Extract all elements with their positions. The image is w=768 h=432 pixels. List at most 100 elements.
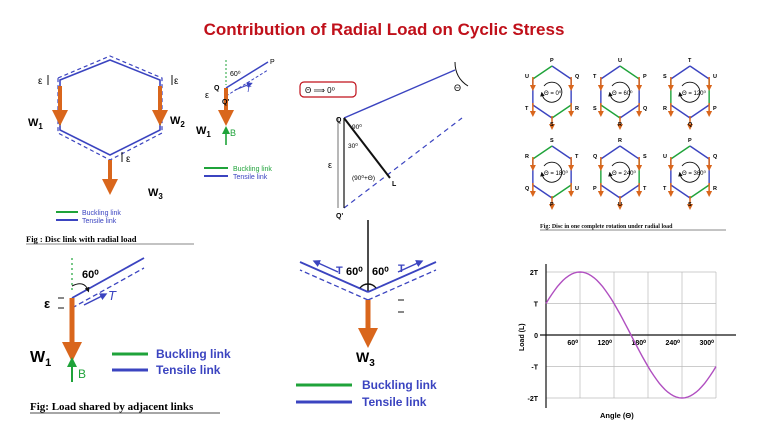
vertex-label: S (663, 74, 667, 80)
vertex-label: Q (593, 154, 598, 160)
angle-30: 30⁰ (348, 142, 358, 150)
disc-edge (619, 145, 640, 160)
theta-label: Θ = 60⁰ (612, 90, 633, 97)
disc-edge (689, 104, 710, 119)
legend-tensile-label: Tensile link (82, 218, 117, 225)
disc-edge (619, 104, 640, 119)
hexagon-solid (59, 59, 161, 156)
rotation-arrow (540, 81, 563, 103)
theta-label: Θ = 0⁰ (544, 90, 562, 97)
x-tick-label: 240⁰ (666, 339, 681, 347)
y-tick-label: -T (531, 365, 538, 372)
vertex-label: R (618, 138, 622, 144)
legend-tensile-label: Tensile link (156, 363, 221, 377)
disc-edge (619, 184, 640, 199)
tension-left: T (336, 265, 343, 277)
point-q-prime: Q' (222, 99, 229, 106)
fig-geometry: Θ ⟹ 0⁰ Θ Q Q' L 90⁰ 30⁰ (90⁰+Θ) ε (299, 61, 469, 220)
vertex-label: U (713, 74, 717, 80)
disc-edge (551, 184, 572, 199)
disc-edge (600, 184, 621, 199)
vertex-label: P (688, 138, 692, 144)
fig-disc-rotation: P Q R S T U Θ = 0⁰ U P Q R S T Θ = 60⁰ T U P Q R S Θ = 120⁰ S… (525, 58, 718, 210)
vertex-label: S (550, 122, 554, 128)
vertex-label: R (618, 122, 622, 128)
tension-label: T (108, 288, 117, 303)
y-axis-label: Load (L) (519, 323, 526, 351)
rotation-arrow (608, 81, 631, 103)
vertex-label: T (575, 154, 579, 160)
disc-edge (551, 104, 572, 119)
epsilon-label: ε (328, 160, 332, 170)
point-q: Q (336, 117, 342, 124)
disc-edge (689, 65, 710, 80)
disc-edge (670, 145, 691, 160)
tension-label: T (246, 85, 252, 94)
theta-label: Θ = 120⁰ (682, 90, 707, 97)
disc-edge (532, 65, 553, 80)
vertex-label: S (643, 154, 647, 160)
fig-load-shared: 60⁰ T ε W1 B Buckling link Tensile link … (30, 257, 231, 414)
vertex-label: U (618, 58, 622, 64)
vertex-label: R (713, 186, 717, 192)
theta-label: Θ = 180⁰ (544, 170, 569, 177)
vertex-label: S (593, 106, 597, 112)
w1-label: W1 (30, 349, 51, 369)
w3-label: W3 (356, 349, 375, 369)
point-q: Q (214, 85, 220, 92)
w3-label: W3 (148, 187, 163, 201)
fig1-caption: Fig : Disc link with radial load (26, 234, 137, 244)
legend-buckling-label: Buckling link (156, 347, 231, 361)
vertex-label: Q (525, 186, 530, 192)
y-tick-label: -2T (528, 396, 539, 403)
fig-link-detail: 60⁰ P Q Q' ε T W1 B Buckling link Tensil… (196, 59, 275, 181)
disc-edge (670, 104, 691, 119)
vertex-label: T (593, 74, 597, 80)
legend-tensile-label: Tensile link (233, 174, 268, 181)
theta-box-label: Θ ⟹ 0⁰ (305, 86, 335, 95)
vertex-label: P (550, 202, 554, 208)
x-tick-label: 180⁰ (632, 339, 647, 347)
vertex-label: R (525, 154, 529, 160)
disc-edge (670, 65, 691, 80)
epsilon-label: ε (174, 76, 179, 87)
rotation-arrow (540, 161, 563, 183)
disc-edge (532, 145, 553, 160)
disc-edge (670, 184, 691, 199)
reaction-b-label: B (78, 367, 86, 381)
vertex-label: S (688, 202, 692, 208)
x-axis-label: Angle (Θ) (600, 411, 634, 420)
y-tick-label: 0 (534, 333, 538, 340)
vertex-label: R (663, 106, 667, 112)
point-q-prime: Q' (336, 213, 343, 220)
angle-label: 60⁰ (82, 269, 99, 281)
fig5-caption: Fig: Load shared by adjacent links (30, 401, 194, 413)
vertex-label: Q (713, 154, 718, 160)
legend-buckling-label: Buckling link (82, 210, 121, 217)
theta-label: Θ = 240⁰ (612, 170, 637, 177)
angle-label: 60⁰ (230, 70, 241, 78)
fig-w3-node: 60⁰ 60⁰ T T W3 Buckling link Tensile lin… (296, 220, 437, 409)
vertex-label: U (618, 202, 622, 208)
vertex-label: T (663, 186, 667, 192)
disc-edge (600, 65, 621, 80)
vertex-label: P (713, 106, 717, 112)
vertex-label: S (550, 138, 554, 144)
point-l: L (392, 181, 397, 188)
hexagon-deformed (57, 55, 163, 161)
legend-buckling-label: Buckling link (233, 166, 272, 173)
legend-buckling-label: Buckling link (362, 378, 437, 392)
vertex-label: Q (643, 106, 648, 112)
angle-90-theta: (90⁰+Θ) (352, 174, 375, 182)
x-tick-label: 120⁰ (598, 339, 613, 347)
fig4-caption: Fig: Disc in one complete rotation under… (540, 224, 673, 230)
tension-right: T (398, 263, 405, 275)
epsilon-label: ε (126, 154, 131, 165)
vertex-label: T (643, 186, 647, 192)
y-tick-label: T (534, 302, 539, 309)
rotation-arrow (678, 161, 701, 183)
vertex-label: U (663, 154, 667, 160)
